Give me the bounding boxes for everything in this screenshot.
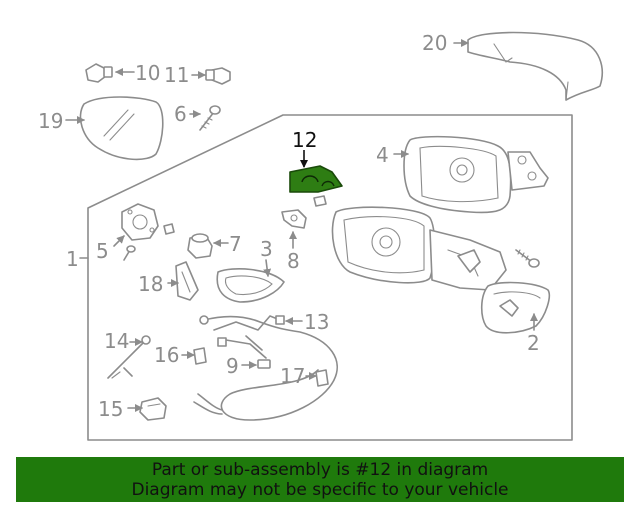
label-14: 14 (104, 329, 129, 353)
banner-line-1: Part or sub-assembly is #12 in diagram (151, 459, 489, 480)
banner-line-2: Diagram may not be specific to your vehi… (131, 479, 509, 500)
assembly-outline (87, 114, 573, 441)
part-20-mirror-cover (467, 31, 603, 101)
part-11-bulb (205, 67, 231, 85)
parts-diagram: 20 10 11 19 6 12 4 (38, 31, 603, 441)
part-16-clip (193, 347, 207, 365)
part-4-mirror-housing (403, 135, 549, 214)
part-2-lower-cover (480, 281, 551, 334)
label-3: 3 (260, 237, 273, 261)
screw-right (515, 249, 540, 268)
label-4: 4 (376, 143, 389, 167)
part-5-actuator (121, 203, 175, 241)
label-8: 8 (287, 249, 300, 273)
part-15-connector-block (139, 397, 167, 421)
label-12: 12 (292, 128, 317, 152)
part-17-plug (315, 369, 329, 387)
part-12-highlighted (289, 165, 343, 193)
part-8-bracket (281, 209, 307, 229)
info-banner: Part or sub-assembly is #12 in diagram D… (16, 457, 624, 502)
part-9-connector (257, 359, 271, 369)
label-7: 7 (229, 232, 242, 256)
label-18: 18 (138, 272, 163, 296)
label-16: 16 (154, 343, 179, 367)
part-7-motor (187, 233, 213, 259)
small-clip (313, 195, 327, 207)
part-18-plate (175, 261, 199, 301)
label-13: 13 (304, 310, 329, 334)
label-10: 10 (135, 61, 160, 85)
label-6: 6 (174, 102, 187, 126)
label-15: 15 (98, 397, 123, 421)
part-10-bulb (85, 63, 113, 83)
part-3-frame (216, 268, 285, 303)
part-13-harness (193, 315, 338, 421)
part-6-screw (199, 105, 221, 131)
label-2: 2 (527, 331, 540, 355)
label-19: 19 (38, 109, 63, 133)
label-5: 5 (96, 239, 109, 263)
label-9: 9 (226, 354, 239, 378)
mirror-base-assembly (331, 206, 507, 291)
part-19-mirror-glass (79, 96, 164, 161)
screw-5 (123, 245, 136, 261)
label-17: 17 (280, 364, 305, 388)
label-1: 1 (66, 247, 79, 271)
label-11: 11 (164, 63, 189, 87)
label-20: 20 (422, 31, 447, 55)
